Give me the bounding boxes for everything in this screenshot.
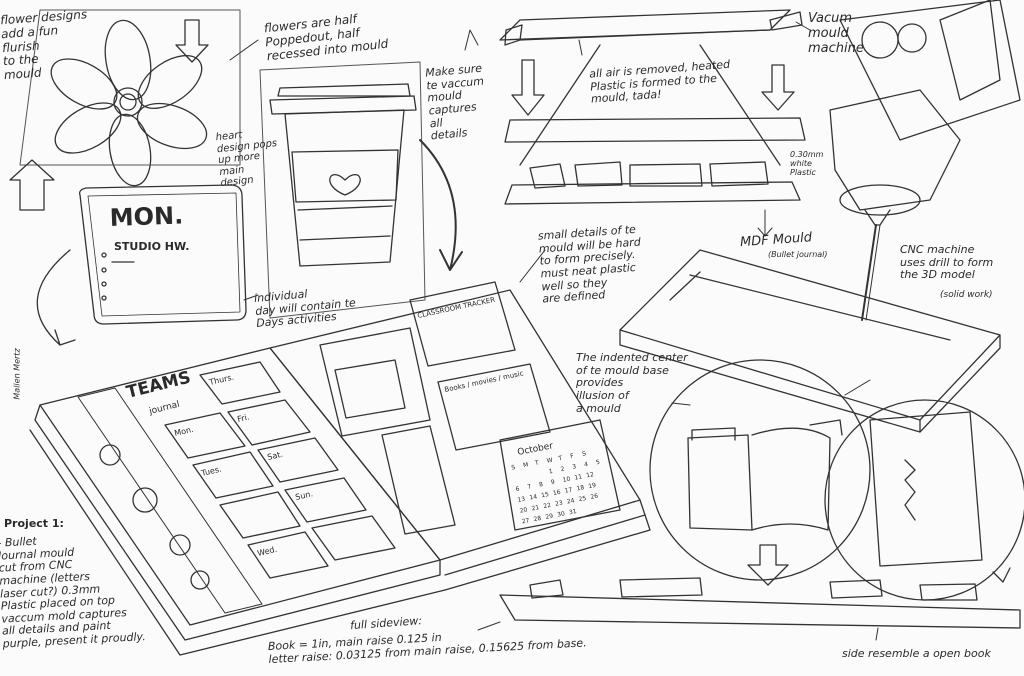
cnc-machine-sketch [829, 0, 1021, 321]
day-label-sat: Sat. [266, 450, 283, 462]
note-make-sure: Make sure te vaccum mould captures all d… [424, 61, 485, 143]
mould-base-sketch [499, 544, 1021, 629]
calendar-day: 28 [533, 515, 542, 523]
note-project-title: Project 1: [4, 517, 64, 530]
calendar-weekday: W [546, 457, 553, 465]
calendar-day: 26 [590, 493, 599, 501]
calendar-weekday: F [570, 452, 575, 460]
calendar-day: 5 [595, 459, 600, 467]
calendar-day: 30 [557, 510, 566, 518]
calendar-day: 6 [515, 485, 520, 493]
note-solid-work: (solid work) [940, 290, 993, 300]
calendar-day: 21 [531, 504, 540, 512]
calendar-weekday: T [533, 459, 539, 467]
bullet-journal-sketch [29, 281, 651, 656]
calendar-day: 27 [521, 517, 530, 525]
calendar-month: October [517, 441, 555, 458]
note-small-details: small details of te mould will be hard t… [537, 222, 642, 306]
calendar-day: 2 [560, 466, 565, 474]
calendar-weekday: M [523, 461, 529, 469]
day-label-mon: Mon. [173, 425, 194, 438]
note-flower-designs: flower designs add a fun flurish to the … [0, 7, 88, 83]
calendar-day: 22 [543, 502, 552, 510]
mon-card-subtitle: STUDIO HW. [114, 240, 189, 253]
day-label-fri: Fri. [236, 412, 250, 423]
calendar-day: 3 [572, 463, 577, 471]
note-vacum-machine: Vacum mould machine [808, 11, 864, 56]
calendar-day: 11 [574, 473, 583, 481]
calendar-day: 25 [578, 495, 587, 503]
day-label-sun: Sun. [294, 489, 313, 502]
down-arrow-icon [511, 59, 545, 116]
curved-arrow-icon [419, 139, 463, 271]
vacuum-press-sketch [499, 9, 806, 205]
teams-title: TEAMS [124, 368, 192, 403]
flower-frame [19, 9, 241, 166]
note-side-resemble: side resemble a open book [842, 647, 991, 660]
note-cnc-machine: CNC machine uses drill to form the 3D mo… [900, 243, 994, 282]
calendar-day: 18 [576, 484, 585, 492]
day-label-wed: Wed. [256, 545, 277, 558]
note-project-body: - Bullet Journal mould cut from CNC mach… [0, 534, 146, 651]
mdf-mould-block [619, 249, 1001, 433]
calendar-day: 29 [545, 513, 554, 521]
calendar-day: 8 [539, 481, 544, 489]
calendar-day: 15 [541, 491, 550, 499]
calendar-day: 13 [517, 496, 526, 504]
note-indented-center: The indented center of te mould base pro… [576, 351, 688, 415]
calendar-day: 7 [527, 483, 532, 491]
calendar-day: 1 [548, 468, 553, 476]
calendar-weekday: S [511, 464, 516, 472]
calendar-day: 14 [529, 493, 538, 501]
calendar-day: 10 [562, 476, 571, 484]
calendar-day: 19 [588, 482, 597, 490]
artist-signature: Mallen Mertz [12, 348, 22, 400]
down-arrow-icon [761, 64, 795, 111]
coffee-cup-sketch [259, 61, 426, 319]
up-arrow-icon [9, 159, 55, 211]
note-white-plastic: 0.30mm white Plastic [790, 150, 824, 178]
calendar-weekday: S [581, 450, 586, 458]
teams-subtitle: journal [147, 400, 180, 417]
calendar-weekday: T [557, 455, 563, 463]
calendar-day: 23 [555, 499, 564, 507]
calendar-day: 9 [550, 479, 555, 487]
mon-card-title: MON. [109, 201, 183, 232]
calendar-day: 24 [566, 497, 575, 505]
calendar-day: 31 [568, 508, 577, 516]
calendar-day: 4 [584, 461, 589, 469]
curved-arrow-icon [36, 249, 76, 346]
mon-card-sketch [78, 184, 247, 325]
flower-sketch [50, 19, 208, 187]
calendar-day: 17 [564, 486, 573, 494]
classroom-tracker-title: CLASSROOM TRACKER [417, 296, 496, 320]
calendar-day: 12 [586, 471, 595, 479]
note-heart-design: heart design pops up more main design [215, 129, 278, 190]
day-label-thurs: Thurs. [207, 373, 234, 388]
note-bullet-journal-small: (Bullet journal) [768, 250, 828, 259]
day-label-tues: Tues. [199, 465, 222, 479]
down-arrow-icon [175, 19, 209, 63]
calendar-day: 20 [519, 506, 528, 514]
calendar-day: 16 [552, 489, 561, 497]
